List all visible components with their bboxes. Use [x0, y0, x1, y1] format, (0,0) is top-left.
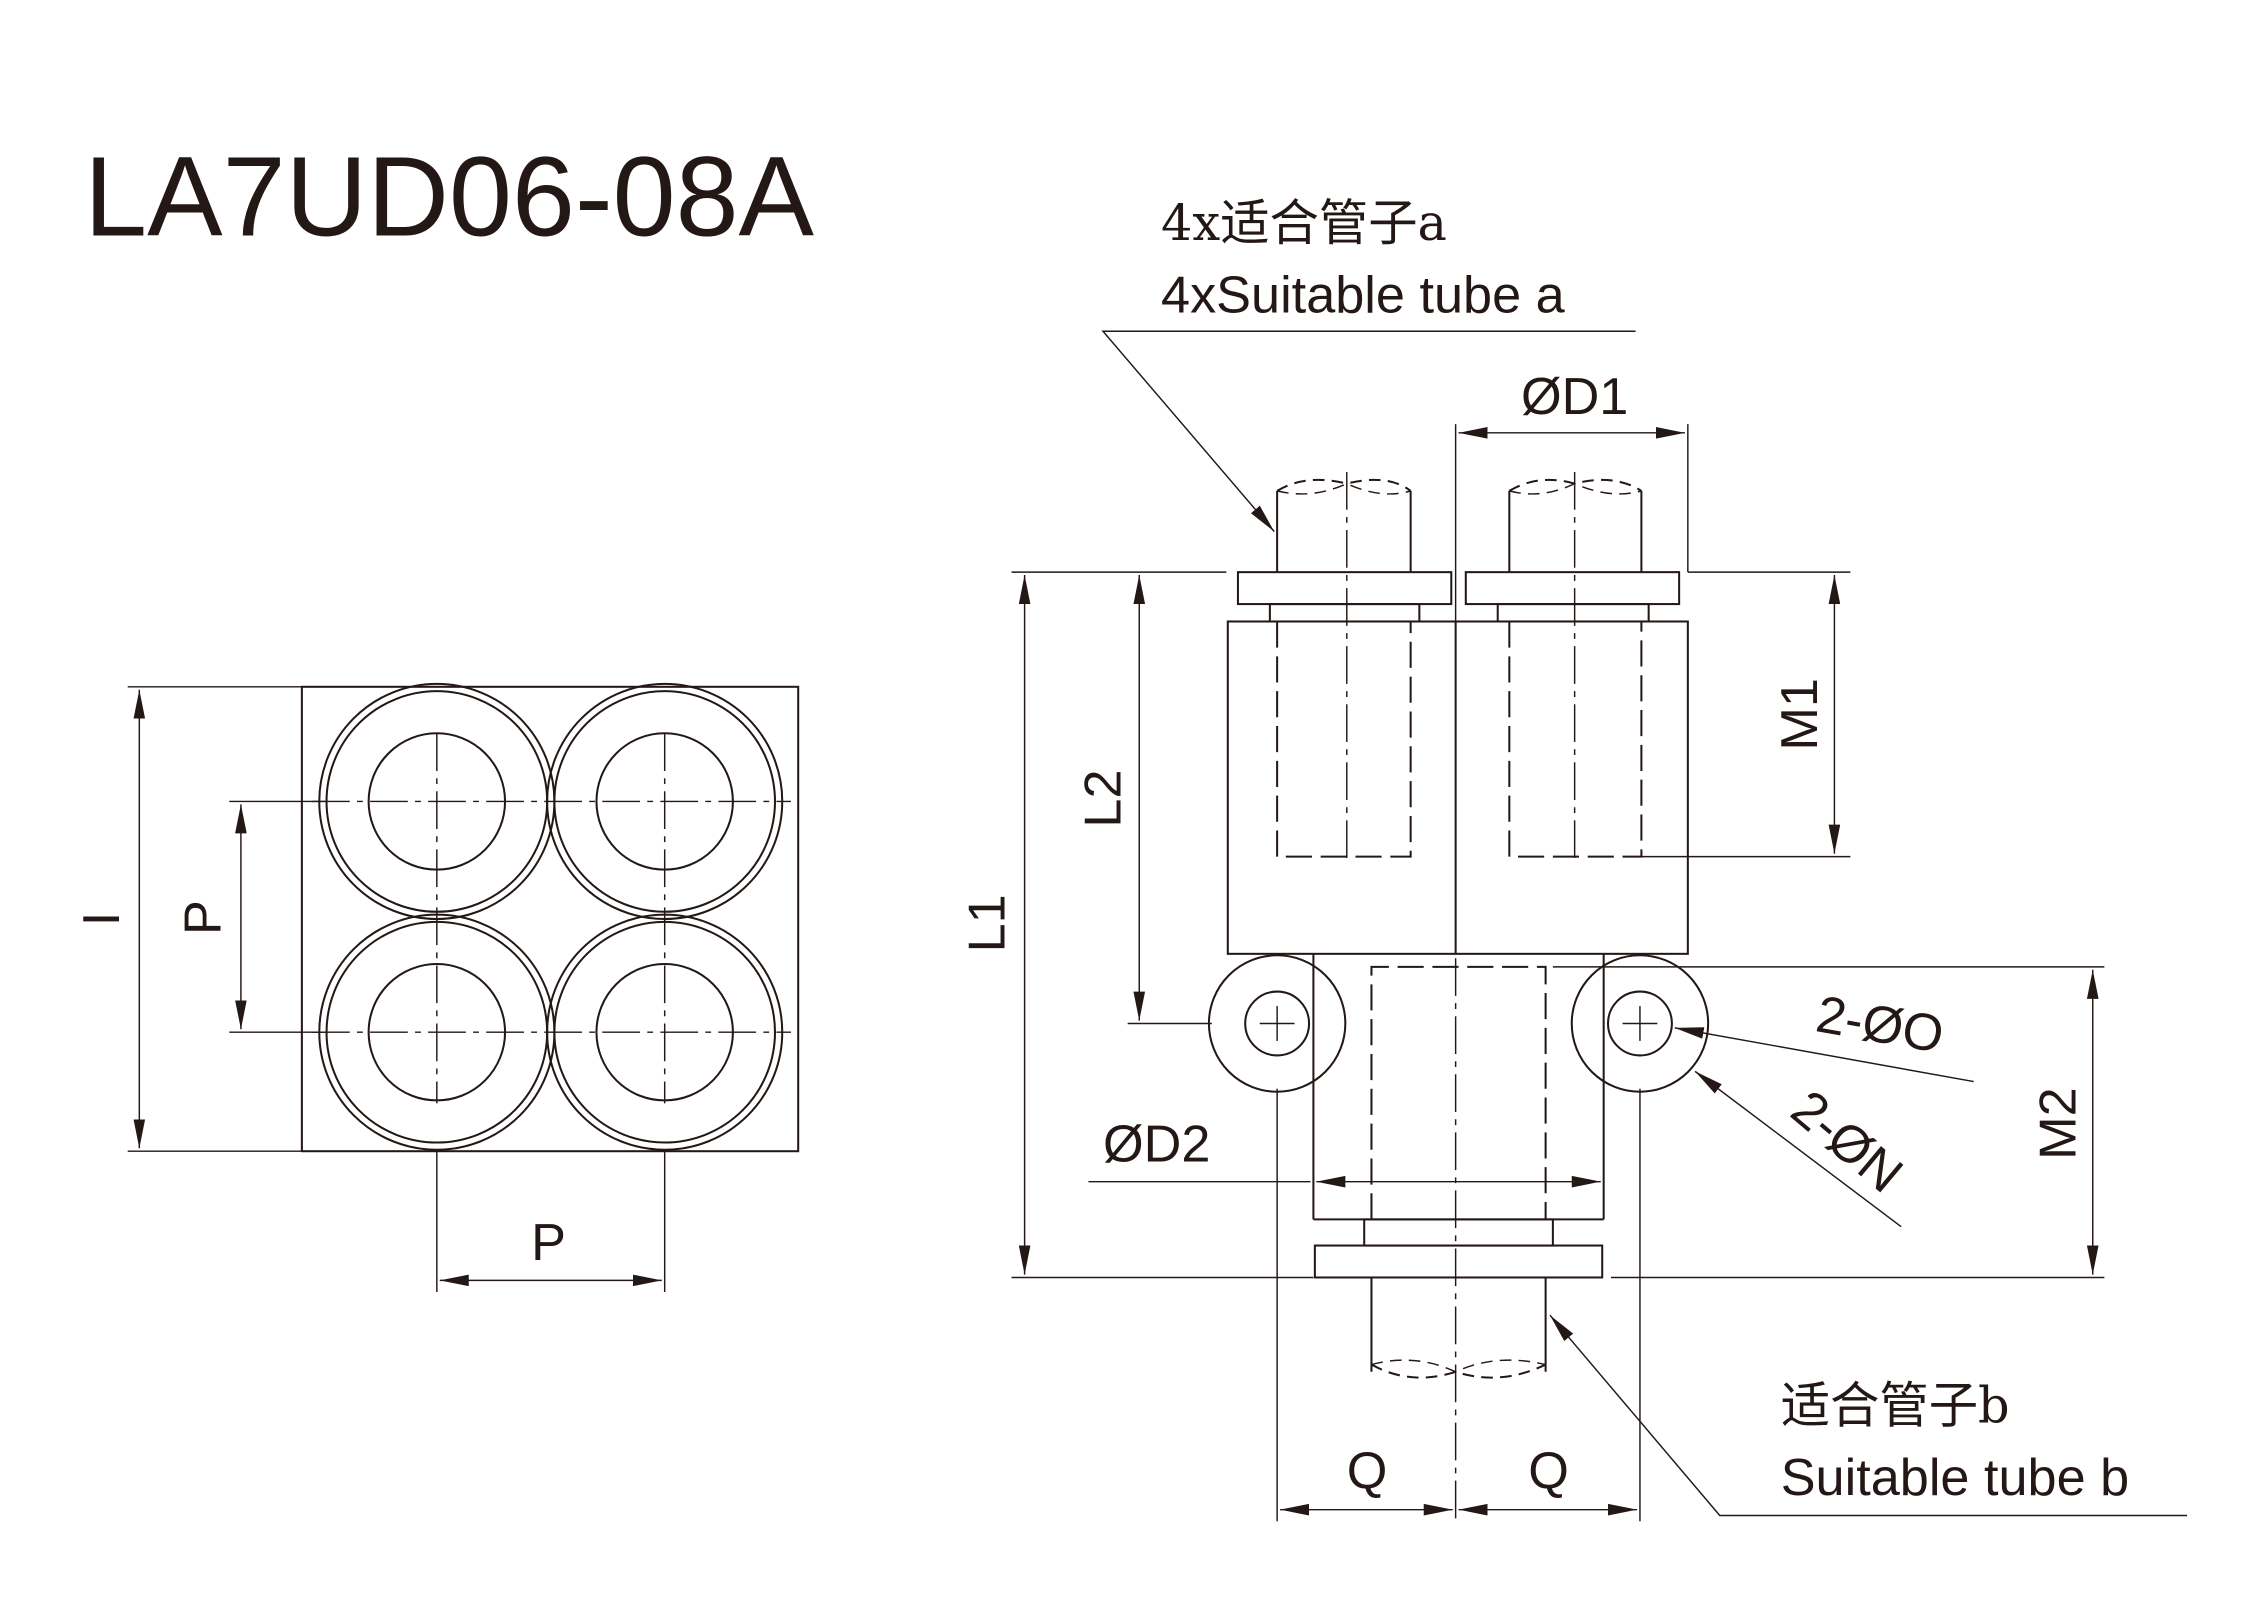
end-view-outline: [300, 685, 800, 1153]
model-title: LA7UD06-08A: [84, 133, 814, 259]
label-l2: L2: [1074, 769, 1132, 827]
label-m2: M2: [2029, 1087, 2087, 1160]
mounting-ear-left: [1207, 954, 1347, 1093]
side-view: ØD1 L1 L2 M1 M2 ØD2 Q Q 2-ØO 2-ØN: [958, 194, 2188, 1522]
label-m1: M1: [1771, 678, 1829, 751]
leader-o: [1674, 1027, 1974, 1083]
label-i: I: [73, 912, 131, 927]
label-d1: ØD1: [1521, 368, 1628, 426]
label-tube-b-cn: 适合管子b: [1781, 1377, 2010, 1435]
label-tube-a-en: 4xSuitable tube a: [1161, 266, 1566, 324]
hidden-bores-upper: [1276, 621, 1643, 858]
label-tube-a-cn: 4x适合管子a: [1161, 194, 1447, 252]
collet-cap-left: [1236, 571, 1453, 606]
port-circles: [318, 682, 784, 1151]
label-p-vertical: P: [175, 900, 233, 935]
tube-a-left: [1276, 478, 1412, 573]
mounting-ear-right: [1570, 954, 1710, 1093]
label-p-horizontal: P: [531, 1214, 566, 1272]
label-tube-b-en: Suitable tube b: [1781, 1449, 2130, 1507]
leader-tube-a: [1101, 330, 1636, 532]
label-o: 2-ØO: [1812, 985, 1948, 1064]
hidden-bore-lower: [1370, 965, 1547, 1220]
label-l1: L1: [958, 894, 1016, 952]
center-lines: [312, 733, 791, 1104]
body-upper: [1226, 620, 1689, 955]
tube-b: [1370, 1277, 1547, 1379]
leader-tube-b: [1549, 1314, 2188, 1517]
end-view: I P P: [73, 682, 800, 1292]
label-d2: ØD2: [1103, 1115, 1210, 1173]
label-q-left: Q: [1347, 1442, 1388, 1500]
leader-n: [1694, 1070, 1902, 1228]
label-q-right: Q: [1528, 1442, 1569, 1500]
collet-cap-bottom: [1313, 1244, 1604, 1279]
collet-cap-right: [1464, 571, 1681, 606]
